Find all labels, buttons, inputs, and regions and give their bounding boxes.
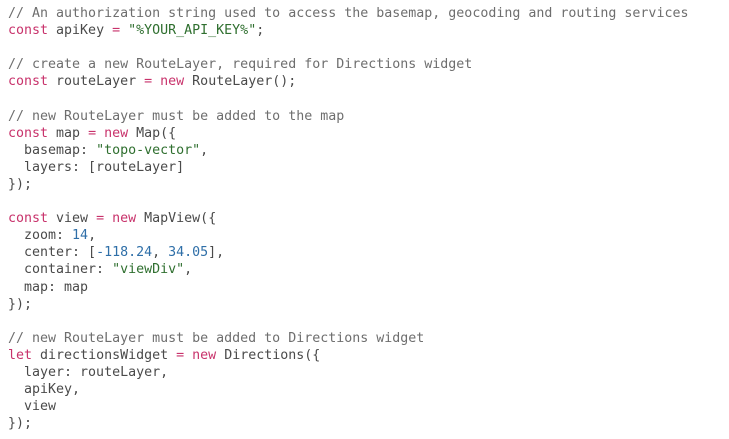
code-line: const apiKey = "%YOUR_API_KEY%"; <box>8 22 729 39</box>
code-text: view <box>8 399 57 415</box>
code-line: // new RouteLayer must be added to Direc… <box>8 330 729 347</box>
code-line: }); <box>8 176 729 193</box>
code-number: 14 <box>72 228 89 244</box>
code-text: apiKey, <box>8 382 81 398</box>
code-operator: = <box>112 23 121 39</box>
code-text <box>96 126 104 141</box>
code-keyword: const <box>8 23 49 39</box>
code-operator: = <box>176 347 185 363</box>
code-line: layers: [routeLayer] <box>8 159 729 176</box>
code-text <box>104 211 112 226</box>
code-number: 34.05 <box>168 245 209 261</box>
code-text: directionsWidget <box>32 347 177 363</box>
code-text <box>152 74 160 89</box>
code-keyword: new <box>160 74 185 90</box>
code-string: "viewDiv" <box>112 262 185 278</box>
code-text: zoom: <box>8 228 73 244</box>
code-keyword: const <box>8 125 49 141</box>
code-text: basemap: <box>8 142 97 158</box>
code-text: layers: [routeLayer] <box>8 159 185 175</box>
code-line: center: [-118.24, 34.05], <box>8 244 729 261</box>
code-line: let directionsWidget = new Directions({ <box>8 347 729 364</box>
code-keyword: new <box>192 347 217 363</box>
code-comment: // An authorization string used to acces… <box>8 6 689 21</box>
code-text: ], <box>208 245 225 261</box>
code-text <box>120 23 128 38</box>
code-line: apiKey, <box>8 381 729 398</box>
code-line <box>8 90 729 107</box>
code-line: basemap: "topo-vector", <box>8 142 729 159</box>
code-number: -118.24 <box>96 245 153 261</box>
code-string: "%YOUR_API_KEY%" <box>128 23 257 39</box>
code-operator: = <box>96 211 105 227</box>
code-text: map <box>48 125 89 141</box>
code-line: const routeLayer = new RouteLayer(); <box>8 73 729 90</box>
code-text: , <box>88 228 97 244</box>
code-string: "topo-vector" <box>96 142 201 158</box>
code-text: center: [ <box>8 245 97 261</box>
code-text: }); <box>8 296 33 312</box>
code-text: }); <box>8 416 33 432</box>
code-keyword: const <box>8 211 49 227</box>
code-line: // new RouteLayer must be added to the m… <box>8 108 729 125</box>
code-text: apiKey <box>48 23 113 39</box>
code-line: view <box>8 398 729 415</box>
code-keyword: const <box>8 74 49 90</box>
code-line <box>8 39 729 56</box>
code-text: view <box>48 211 97 227</box>
code-text <box>184 348 192 363</box>
code-line: zoom: 14, <box>8 227 729 244</box>
code-text: layer: routeLayer, <box>8 364 169 380</box>
code-line <box>8 193 729 210</box>
code-comment: // create a new RouteLayer, required for… <box>8 57 473 73</box>
code-text: , <box>200 142 209 158</box>
code-text: Directions({ <box>216 347 321 363</box>
code-line: const view = new MapView({ <box>8 210 729 227</box>
code-line: }); <box>8 415 729 432</box>
code-text: routeLayer <box>48 74 145 90</box>
code-line <box>8 313 729 330</box>
code-comment: // new RouteLayer must be added to Direc… <box>8 330 425 346</box>
code-line: const map = new Map({ <box>8 125 729 142</box>
code-text: , <box>152 245 169 261</box>
code-text: RouteLayer(); <box>184 74 297 90</box>
code-keyword: let <box>8 347 33 363</box>
code-comment: // new RouteLayer must be added to the m… <box>8 108 345 124</box>
code-line: map: map <box>8 279 729 296</box>
code-line: // An authorization string used to acces… <box>8 5 729 22</box>
code-operator: = <box>144 74 153 90</box>
code-keyword: new <box>104 125 129 141</box>
code-keyword: new <box>112 211 137 227</box>
code-text: MapView({ <box>136 211 217 227</box>
code-text: ; <box>256 23 265 39</box>
code-operator: = <box>88 125 97 141</box>
code-text: }); <box>8 176 33 192</box>
code-text: , <box>184 262 193 278</box>
code-line: // create a new RouteLayer, required for… <box>8 56 729 73</box>
code-text: container: <box>8 262 113 278</box>
code-line: }); <box>8 296 729 313</box>
code-line: container: "viewDiv", <box>8 261 729 278</box>
code-line: layer: routeLayer, <box>8 364 729 381</box>
code-text: map: map <box>8 279 89 295</box>
code-text: Map({ <box>128 125 177 141</box>
